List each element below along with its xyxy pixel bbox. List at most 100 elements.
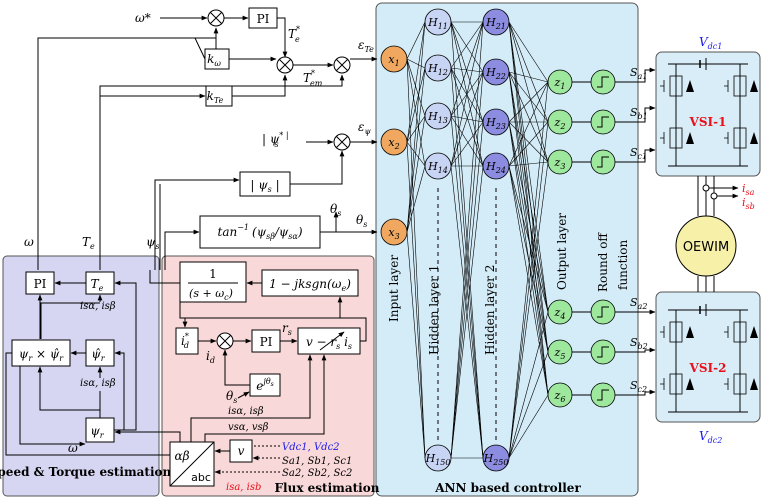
vsi1-label: VSI-1: [689, 115, 727, 129]
switch-signal-3: Sc1: [630, 146, 647, 161]
hidden1-node-4: H14: [424, 152, 452, 180]
svg-text:x3: x3: [388, 226, 399, 241]
motor-label: OEWIM: [683, 240, 729, 255]
svg-text:z5: z5: [554, 346, 566, 361]
svg-text:1 − jksgn(ωe): 1 − jksgn(ωe): [269, 277, 351, 293]
output-node-3: z3: [547, 149, 573, 175]
jk-block: [261, 269, 359, 297]
switch-signal-1: Sa1: [630, 66, 647, 81]
hidden2-node-2: H22: [482, 58, 510, 86]
isab-psi-label: isα, isβ: [80, 378, 116, 389]
te-label: Te: [82, 235, 95, 251]
tan-inv-block: [199, 215, 321, 249]
roundoff-node-4: [590, 299, 616, 325]
svg-text:αβ: αβ: [174, 449, 189, 463]
isab-te-label: isα, isβ: [80, 301, 116, 312]
psi-ref-label: | ψ* |s: [262, 131, 289, 149]
svg-text:ψr × ψ̂r: ψr × ψ̂r: [19, 347, 64, 363]
roundoff-node-1: [590, 69, 616, 95]
speed-torque-panel: [2, 255, 160, 497]
hidden2-node-4: H24: [482, 152, 510, 180]
svg-text:PI: PI: [260, 335, 273, 349]
vdc2-label: Vdc2: [699, 429, 722, 445]
id-label: id: [206, 349, 215, 365]
roundoff-node-5: [590, 339, 616, 365]
switch1-inputs-label: Sa1, Sb1, Sc1: [282, 456, 352, 467]
pi-speed-block: [25, 271, 55, 295]
output-node-4: z4: [547, 299, 573, 325]
vsi2-panel: [655, 291, 761, 423]
vsi1-panel: [655, 51, 761, 177]
svg-text:Te: Te: [91, 277, 104, 293]
svg-text:z4: z4: [554, 306, 566, 321]
vsi2-label: VSI-2: [689, 361, 727, 375]
rs-label: rs: [282, 321, 292, 337]
output-node-2: z2: [547, 109, 573, 135]
switch-signal-6: Sc2: [630, 379, 647, 394]
theta-label-2: θs: [356, 213, 367, 229]
omega-label: ω: [24, 235, 34, 249]
vsi1-switches: [660, 58, 758, 167]
input-layer-label: Input layer: [387, 255, 401, 322]
hidden1-node-2: H12: [424, 54, 452, 82]
flux-panel-title: Flux estimation: [275, 481, 380, 495]
roundoff-node-6: [590, 382, 616, 408]
svg-text:kTe: kTe: [207, 89, 224, 105]
eps-te-label: εTe: [358, 38, 374, 54]
svg-text:z2: z2: [554, 116, 566, 131]
svg-text:z1: z1: [554, 76, 566, 91]
isab-abc-label: isa, isb: [226, 482, 261, 493]
vdc-inputs-label: Vdc1, Vdc2: [282, 442, 340, 453]
vsab-flux-label: vsα, vsβ: [228, 422, 269, 433]
psi-cross-block: [11, 339, 71, 367]
hidden1-node-5: H150: [425, 444, 452, 472]
output-node-5: z5: [547, 339, 573, 365]
output-layer-label: Output layer: [555, 213, 569, 290]
hidden1-node-1: H11: [424, 8, 452, 36]
hidden2-node-5: H250: [483, 444, 510, 472]
isa-out-label: isa: [742, 182, 755, 197]
svg-text:kω: kω: [207, 52, 221, 68]
svg-text:z3: z3: [554, 156, 566, 171]
svg-text:i*d: i*d: [181, 332, 189, 350]
lpf-block: [179, 261, 247, 303]
svg-text:v − rs is: v − rs is: [306, 335, 352, 351]
roundoff-node-3: [590, 149, 616, 175]
svg-text:ψ̂r: ψ̂r: [91, 347, 105, 363]
svg-text:tan−1(ψsβ/ψsα): tan−1(ψsβ/ψsα): [218, 223, 303, 241]
svg-text:ψr: ψr: [90, 424, 104, 440]
svg-text:x2: x2: [388, 136, 399, 151]
ann-panel-title: ANN based controller: [434, 481, 581, 495]
isab-flux-label: isα, isβ: [228, 406, 264, 417]
switch2-inputs-label: Sa2, Sb2, Sc2: [282, 468, 352, 479]
svg-text:(s + ωc): (s + ωc): [189, 287, 233, 302]
hidden2-node-1: H21: [482, 8, 510, 36]
hidden1-label: Hidden layer 1: [427, 265, 441, 355]
round-off-label: Round off: [596, 232, 610, 292]
input-node-3: x3: [380, 218, 408, 246]
svg-text:z6: z6: [554, 389, 566, 404]
switch-signal-4: Sa2: [630, 296, 647, 311]
hidden2-node-3: H23: [482, 108, 510, 136]
switch-signal-5: Sb2: [630, 336, 648, 351]
psi-hat-block: [85, 339, 115, 367]
tem-ref-label: T*em: [303, 69, 323, 88]
eps-psi-label: εψ: [358, 120, 371, 136]
theta-label-3: θs: [226, 389, 237, 405]
svg-text:v: v: [238, 444, 245, 458]
speed-panel-title: Speed & Torque estimation: [0, 465, 172, 479]
hidden1-node-3: H13: [424, 102, 452, 130]
svg-text:x1: x1: [388, 53, 399, 68]
roundoff-node-2: [590, 109, 616, 135]
svg-text:1: 1: [209, 267, 217, 281]
theta-label-1: θs: [330, 202, 341, 218]
svg-text:PI: PI: [34, 277, 47, 291]
omega-ref-label: ω*: [135, 11, 151, 25]
isb-out-label: isb: [742, 196, 755, 211]
oewim-motor: [675, 215, 737, 277]
vdc1-label: Vdc1: [699, 35, 722, 51]
omega-label-2: ω: [68, 441, 78, 455]
vsi2-switches: [660, 304, 758, 413]
